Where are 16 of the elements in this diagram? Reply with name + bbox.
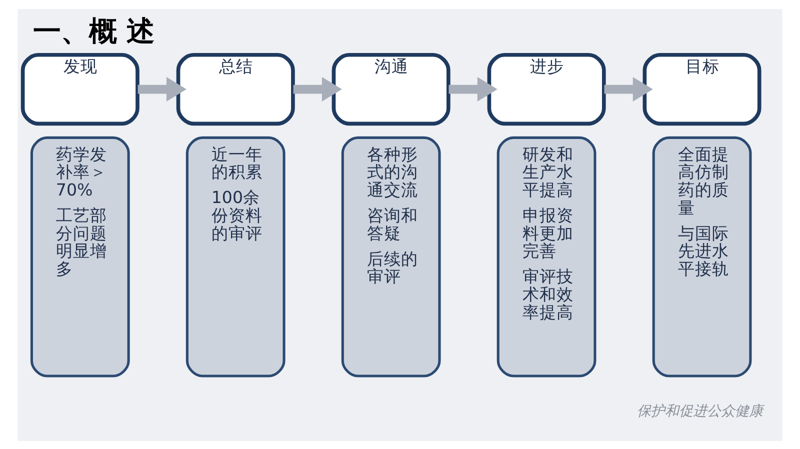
node-box: 全面提高仿制药的质量 与国际先进水平接轨 [652,136,752,377]
node-box: 沟通 [332,52,450,126]
label: 保护和促进公众健康 [637,402,764,419]
arrow [293,76,342,102]
arrow [604,76,653,102]
node-box: 各种形式的沟通交流 咨询和答疑 后续的审评 [341,136,441,377]
node-box: 目标 [642,52,762,126]
node-box: 药学发补率＞70% 工艺部分问题明显增多 [30,136,130,377]
node-box: 近一年的积累 100余份资料的审评 [186,136,286,377]
node-box: 进步 [487,52,606,126]
diagram-title: 一、概 述 [32,14,155,47]
node-box: 发现 [20,52,140,126]
node-box: 研发和生产水平提高 申报资料更加完善 审评技术和效率提高 [496,136,596,377]
arrow [138,76,186,102]
node-box: 总结 [176,52,295,126]
arrow [448,76,498,102]
